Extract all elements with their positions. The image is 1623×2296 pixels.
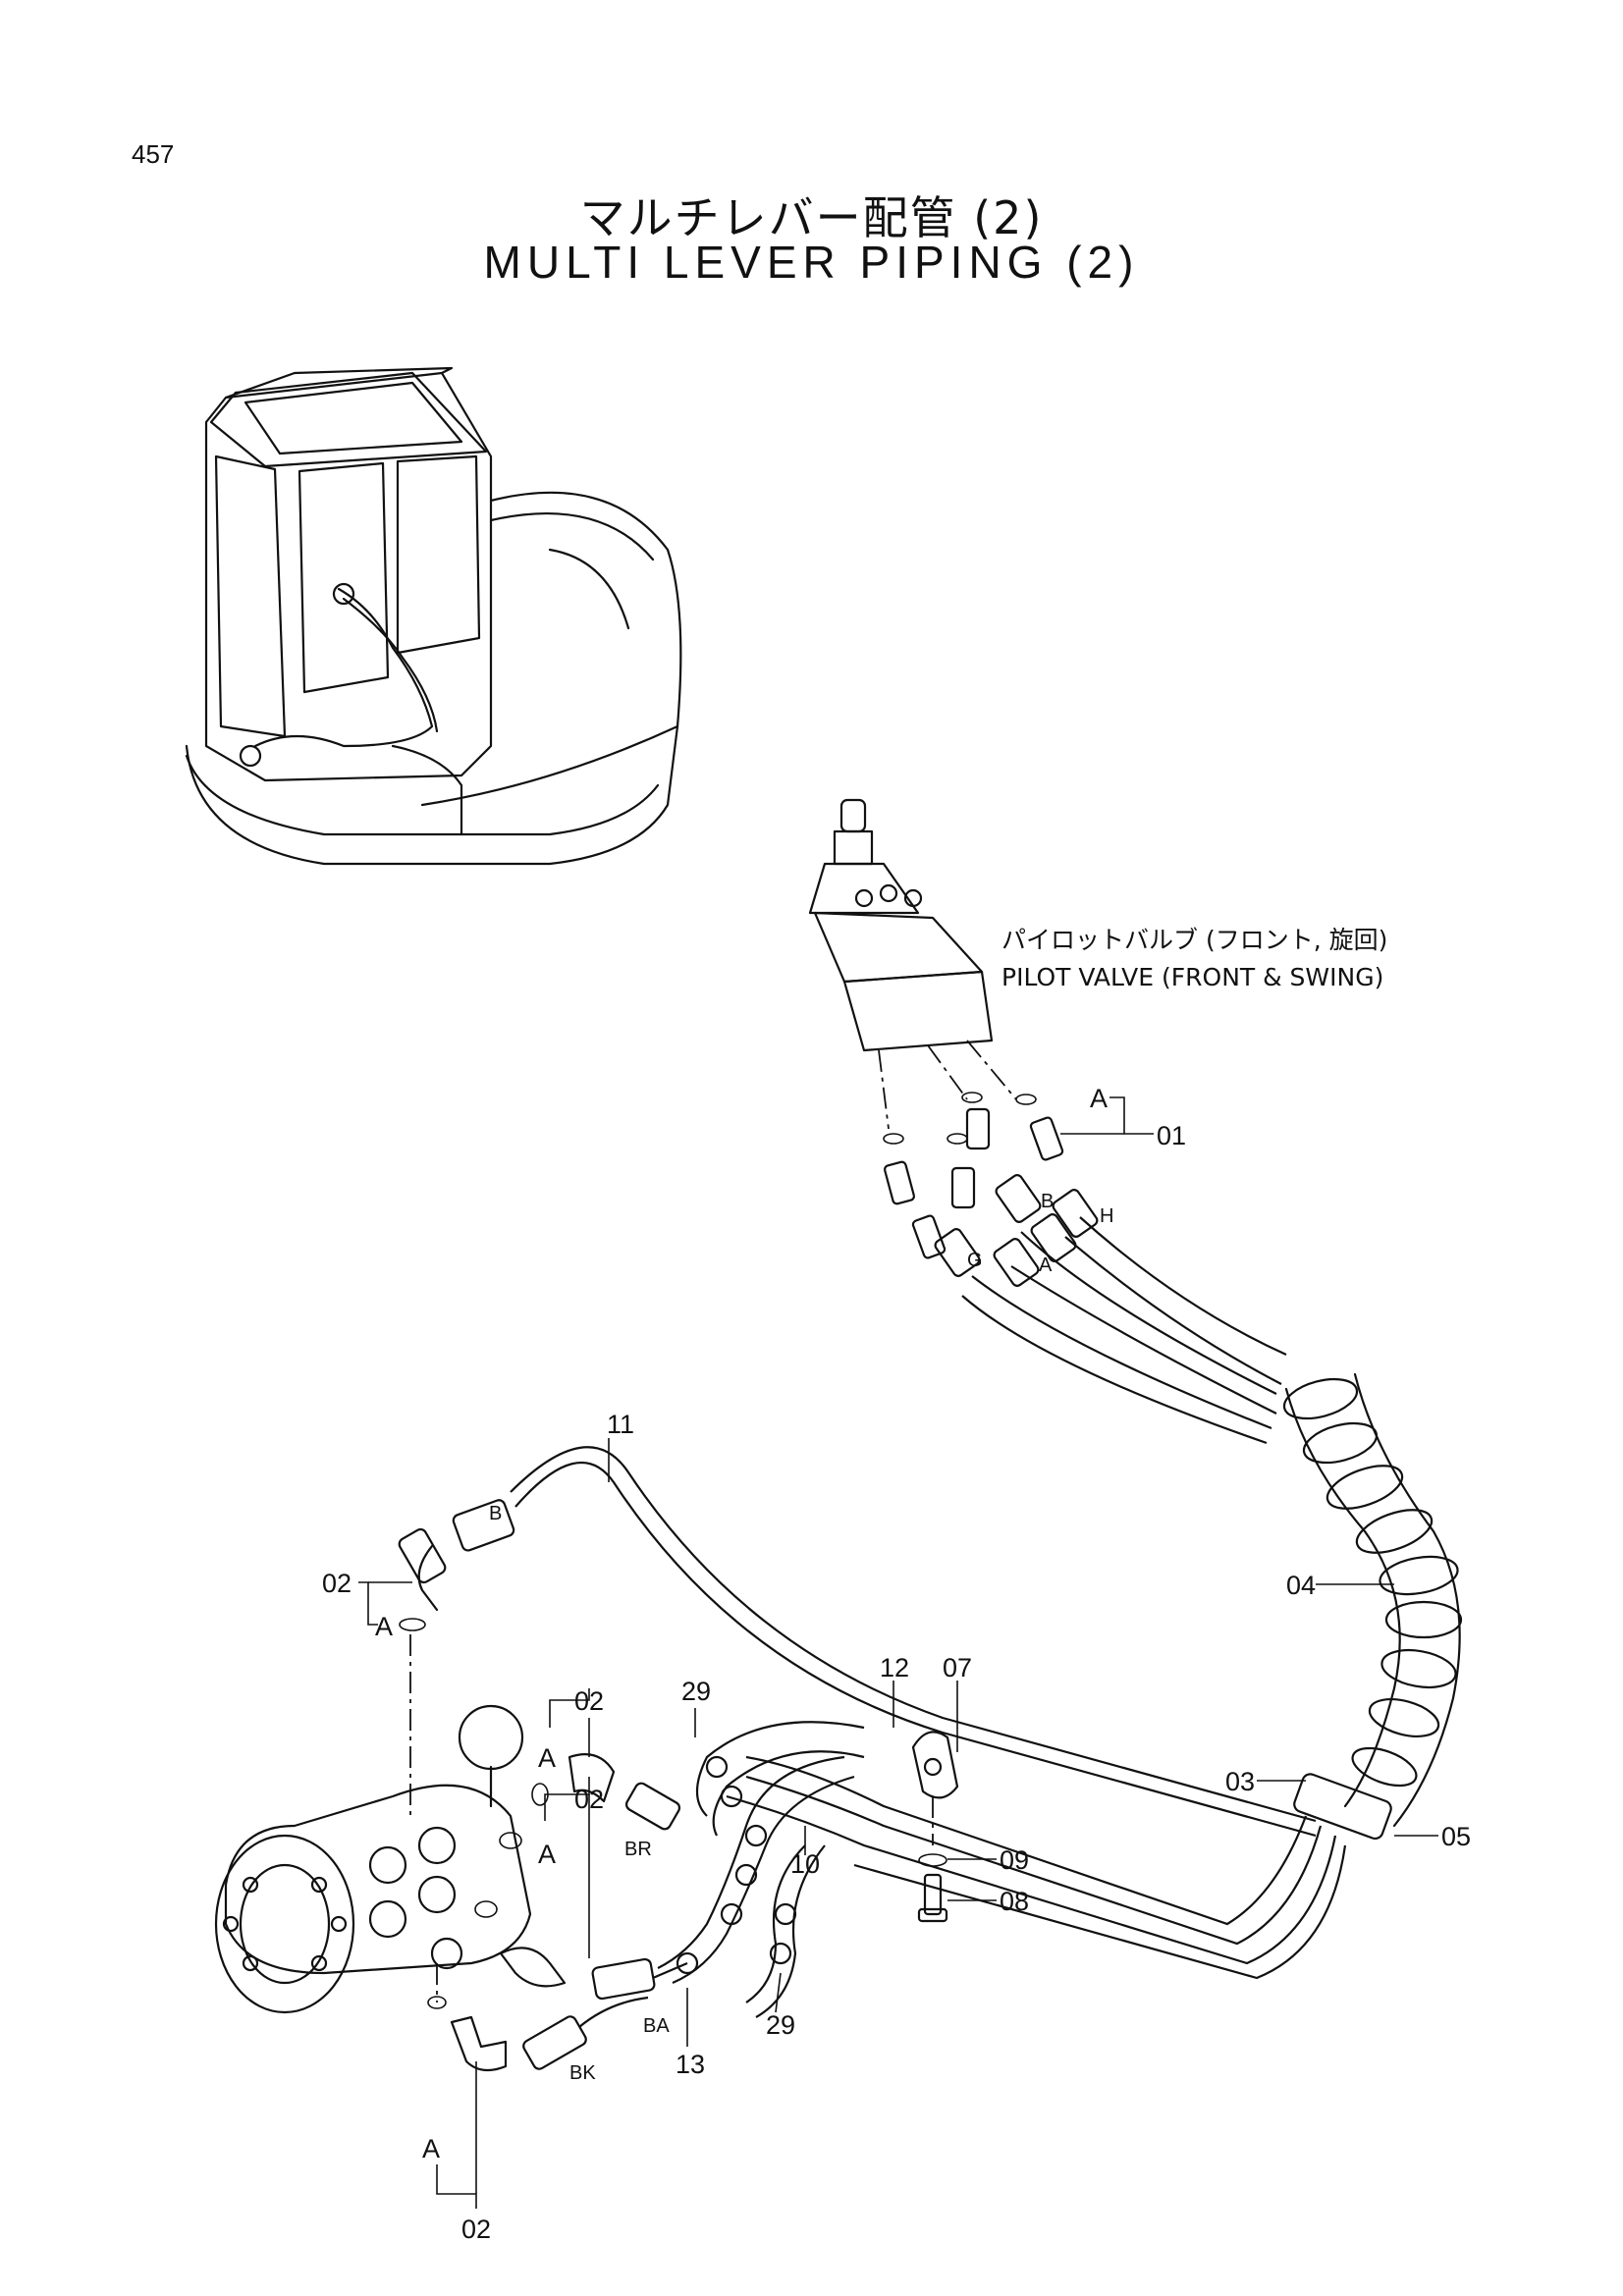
callout-08: 08	[1000, 1887, 1029, 1916]
callout-13: 13	[676, 2050, 705, 2079]
port-label-br: BR	[624, 1839, 652, 1860]
port-label-a-left: A	[375, 1612, 393, 1641]
leader-lines	[358, 1096, 1438, 2209]
port-label-a-bottom: A	[422, 2134, 440, 2163]
callout-29-bottom: 29	[766, 2010, 795, 2040]
callout-07: 07	[943, 1653, 972, 1682]
callout-04: 04	[1286, 1571, 1316, 1600]
spiral-hoses	[522, 1721, 865, 2070]
port-label-ba: BA	[643, 2015, 670, 2037]
port-label-a-top: A	[1090, 1084, 1108, 1113]
callout-01: 01	[1157, 1121, 1186, 1150]
title-english: MULTI LEVER PIPING (2)	[483, 237, 1140, 288]
callout-29-top: 29	[681, 1677, 711, 1706]
callout-02-bottom: 02	[461, 2215, 491, 2244]
hose-label-b: B	[1041, 1191, 1054, 1212]
callout-02-top: 02	[322, 1569, 352, 1598]
port-label-a-mid1: A	[538, 1743, 556, 1773]
pilot-valve-illustration	[808, 798, 1064, 1259]
pilot-valve-caption-en: PILOT VALVE (FRONT & SWING)	[1001, 963, 1383, 991]
hose-label-b-left: B	[489, 1503, 502, 1524]
port-label-bk: BK	[569, 2062, 596, 2084]
callout-03: 03	[1225, 1767, 1255, 1796]
callout-02-mid1: 02	[574, 1686, 604, 1716]
hose-label-h: H	[1100, 1205, 1113, 1227]
hose-label-g: G	[967, 1250, 983, 1271]
callout-05: 05	[1441, 1822, 1471, 1851]
page-number: 457	[132, 139, 175, 169]
callout-02-mid2: 02	[574, 1785, 604, 1814]
callout-09: 09	[1000, 1845, 1029, 1875]
pipe-run: B	[398, 1446, 1347, 1980]
port-label-a-mid2: A	[538, 1840, 556, 1869]
hose-bundle: B H G A	[934, 1174, 1287, 1445]
callout-11: 11	[607, 1410, 634, 1439]
hose-label-a: A	[1039, 1255, 1053, 1276]
pipe-cover-04	[1282, 1372, 1463, 1841]
callout-10: 10	[790, 1849, 820, 1879]
callout-12: 12	[880, 1653, 909, 1682]
excavator-overview-illustration	[185, 366, 682, 866]
clamp-assembly	[911, 1731, 959, 1923]
title-japanese: マルチレバー配管 (2)	[579, 191, 1044, 244]
pilot-valve-caption-jp: パイロットバルブ (フロント, 旋回)	[1001, 926, 1387, 954]
